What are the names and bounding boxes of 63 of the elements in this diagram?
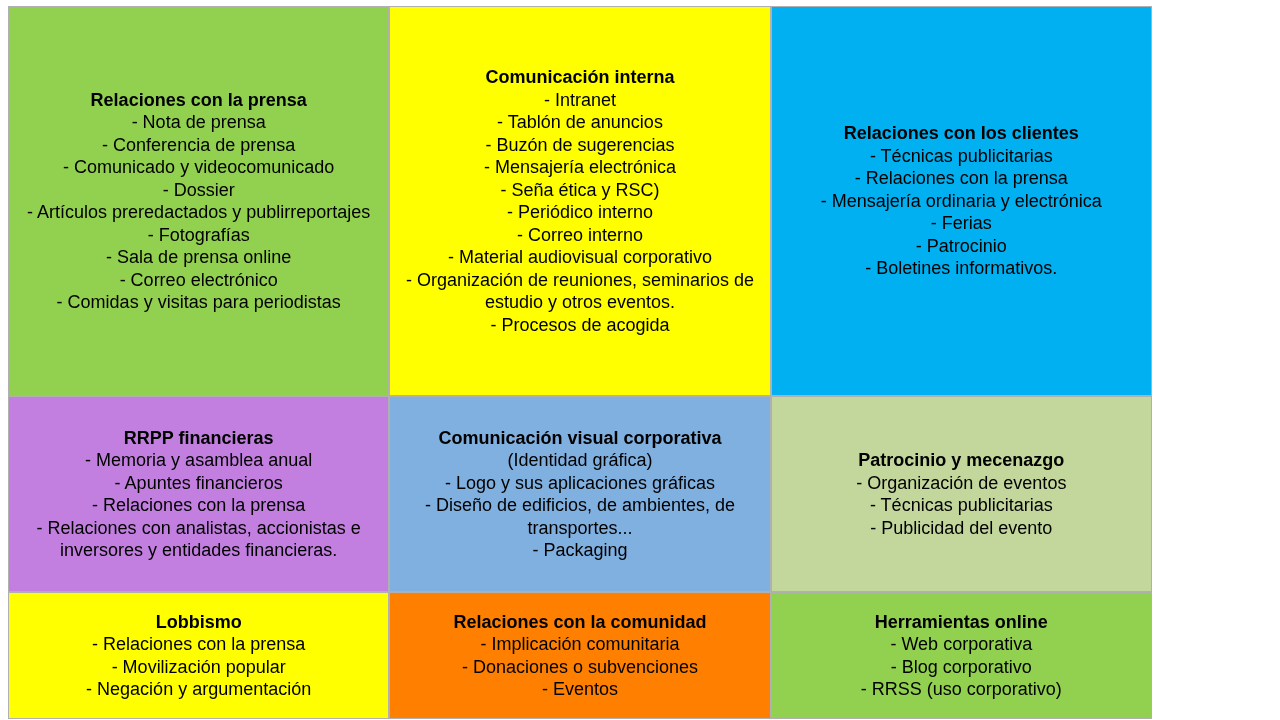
list-item: - Tablón de anuncios <box>497 111 663 134</box>
category-panel <box>389 592 771 719</box>
list-item: - Negación y argumentación <box>86 678 312 701</box>
panel-heading: Comunicación visual corporativa <box>438 426 722 449</box>
list-item: - Correo electrónico <box>119 268 278 291</box>
panel-heading: Relaciones con la prensa <box>90 88 307 111</box>
list-item: - Web corporativa <box>890 633 1033 656</box>
list-item: - RRSS (uso corporativo) <box>860 678 1062 701</box>
category-panel <box>8 592 390 719</box>
list-item: - Packaging <box>532 539 628 562</box>
list-item: - Relaciones con la prensa <box>92 494 306 517</box>
list-item: - Mensajería electrónica <box>483 156 677 179</box>
category-panel <box>8 396 390 592</box>
panel-heading: Lobbismo <box>155 610 242 633</box>
panel-heading: RRPP financieras <box>123 426 274 449</box>
list-item: - Relaciones con analistas, accionistas e inversores y entidades financieras. <box>35 516 362 562</box>
list-item: - Relaciones con la prensa <box>92 633 306 656</box>
list-item: - Técnicas publicitarias <box>869 494 1053 517</box>
list-item: - Relaciones con la prensa <box>854 167 1068 190</box>
list-item: - Comidas y visitas para periodistas <box>56 291 341 314</box>
list-item: - Organización de eventos <box>856 471 1067 494</box>
list-item: - Donaciones o subvenciones <box>461 655 699 678</box>
panel-heading: Patrocinio y mecenazgo <box>858 449 1065 472</box>
list-item: - Sala de prensa online <box>106 246 292 269</box>
list-item: - Correo interno <box>516 223 643 246</box>
list-item: - Buzón de sugerencias <box>485 133 675 156</box>
list-item: - Dossier <box>162 178 235 201</box>
list-item: - Artículos preredactados y publirreportajes <box>27 201 371 224</box>
list-item: - Procesos de acogida <box>490 313 670 336</box>
list-item: - Boletines informativos. <box>865 257 1058 280</box>
list-item: - Diseño de edificios, de ambientes, de transportes... <box>423 494 737 539</box>
list-item: - Blog corporativo <box>890 655 1032 678</box>
category-panel <box>8 6 390 396</box>
category-panel <box>770 396 1152 592</box>
category-panel <box>770 592 1152 719</box>
panel-heading: Herramientas online <box>874 610 1048 633</box>
panel-heading: Relaciones con los clientes <box>843 122 1079 145</box>
category-panel <box>389 6 771 396</box>
list-item: - Ferias <box>930 212 992 235</box>
list-item: - Nota de prensa <box>131 111 266 134</box>
list-item: - Memoria y asamblea anual <box>85 449 313 472</box>
list-item: - Fotografías <box>147 223 250 246</box>
list-item: - Mensajería ordinaria y electrónica <box>820 189 1102 213</box>
list-item: - Conferencia de prensa <box>102 133 296 156</box>
list-item: - Periódico interno <box>506 201 654 224</box>
category-panel <box>770 6 1152 396</box>
list-item: - Patrocinio <box>915 234 1007 258</box>
list-item: - Técnicas publicitarias <box>869 144 1053 168</box>
list-item: - Intranet <box>543 88 616 111</box>
list-item: - Organización de reuniones, seminarios de estudio y otros eventos. <box>404 268 756 314</box>
panel-heading: Relaciones con la comunidad <box>453 610 707 633</box>
list-item: - Comunicado y videocomunicado <box>63 156 335 179</box>
list-item: - Apuntes financieros <box>114 471 283 494</box>
list-item: - Logo y sus aplicaciones gráficas <box>444 471 716 494</box>
list-item: - Implicación comunitaria <box>480 633 680 656</box>
list-item: - Seña ética y RSC) <box>500 178 660 201</box>
category-panel <box>389 396 771 592</box>
list-item: - Eventos <box>541 678 618 701</box>
list-item: - Material audiovisual corporativo <box>447 246 713 269</box>
list-item: - Publicidad del evento <box>870 516 1053 539</box>
panel-heading: Comunicación interna <box>485 66 675 89</box>
list-item: - Movilización popular <box>111 655 286 678</box>
list-item: (Identidad gráfica) <box>507 449 653 472</box>
